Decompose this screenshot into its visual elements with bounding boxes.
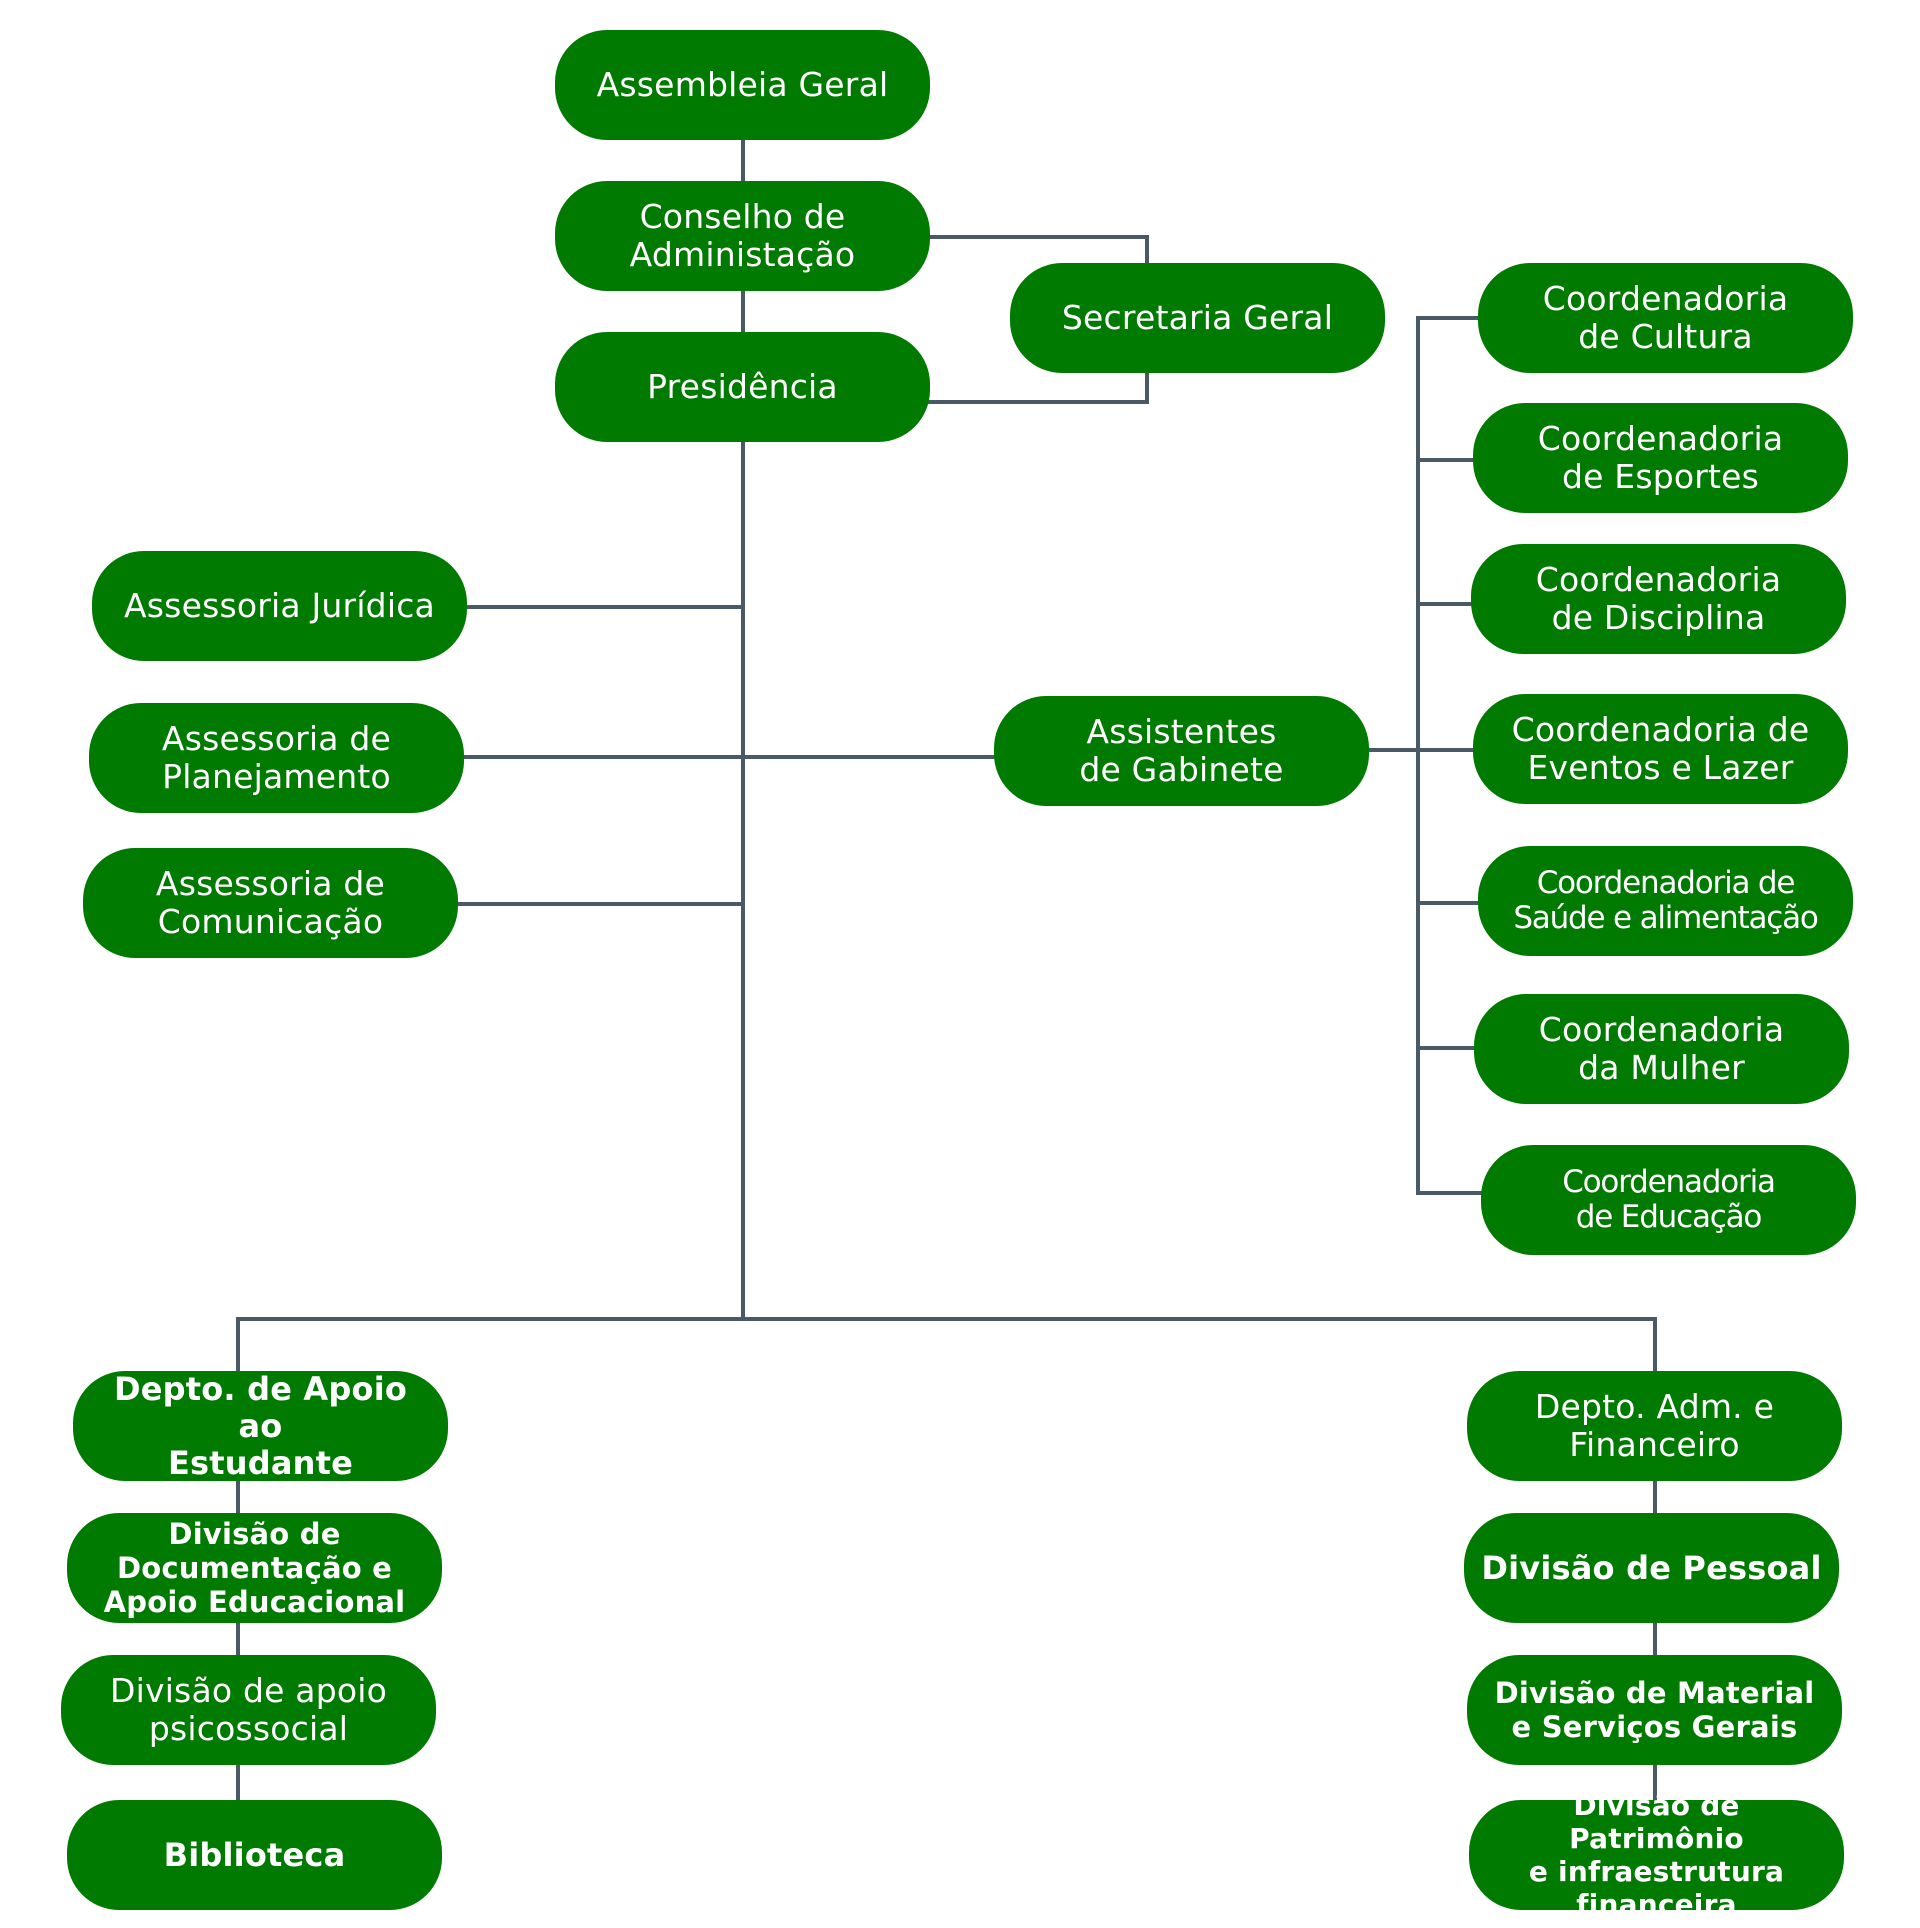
node-label: Secretaria Geral	[1061, 298, 1334, 337]
node-coord-disciplina: Coordenadoria de Disciplina	[1471, 544, 1846, 654]
node-coord-esportes: Coordenadoria de Esportes	[1473, 403, 1848, 513]
node-label: Coordenadoria de Saúde e alimentação	[1513, 865, 1819, 936]
node-label: Assessoria de Comunicação	[155, 864, 386, 941]
node-label: Assistentes de Gabinete	[1079, 712, 1284, 789]
node-label: Divisão de Material e Serviços Gerais	[1494, 1676, 1815, 1744]
node-label: Conselho de Administação	[629, 197, 856, 274]
node-coord-eventos-lazer: Coordenadoria de Eventos e Lazer	[1473, 694, 1848, 804]
node-divisao-material-servicos: Divisão de Material e Serviços Gerais	[1467, 1655, 1842, 1765]
node-label: Coordenadoria de Eventos e Lazer	[1511, 710, 1810, 787]
node-label: Coordenadoria de Esportes	[1537, 419, 1784, 496]
node-coord-mulher: Coordenadoria da Mulher	[1474, 994, 1849, 1104]
node-label: Biblioteca	[163, 1835, 346, 1874]
node-divisao-patrimonio: Divisão de Patrimônio e infraestrutura f…	[1469, 1789, 1844, 1921]
node-assessoria-juridica: Assessoria Jurídica	[92, 551, 467, 661]
node-label: Divisão de Documentação e Apoio Educacio…	[103, 1517, 406, 1619]
node-coord-saude-alimentacao: Coordenadoria de Saúde e alimentação	[1478, 846, 1853, 956]
node-label: Divisão de apoio psicossocial	[109, 1671, 388, 1748]
node-assembleia-geral: Assembleia Geral	[555, 30, 930, 140]
node-presidencia: Presidência	[555, 332, 930, 442]
node-label: Coordenadoria da Mulher	[1538, 1010, 1785, 1087]
node-divisao-apoio-psicossocial: Divisão de apoio psicossocial	[61, 1655, 436, 1765]
node-secretaria-geral: Secretaria Geral	[1010, 263, 1385, 373]
node-label: Coordenadoria de Cultura	[1542, 279, 1789, 356]
node-label: Divisão de Patrimônio e infraestrutura f…	[1528, 1789, 1785, 1921]
node-label: Depto. Adm. e Financeiro	[1534, 1387, 1775, 1464]
node-depto-adm-financeiro: Depto. Adm. e Financeiro	[1467, 1371, 1842, 1481]
node-assessoria-comunicacao: Assessoria de Comunicação	[83, 848, 458, 958]
node-depto-apoio-estudante: Depto. de Apoio ao Estudante	[73, 1369, 448, 1482]
node-coord-cultura: Coordenadoria de Cultura	[1478, 263, 1853, 373]
node-label: Assessoria Jurídica	[124, 586, 435, 625]
node-assistentes-gabinete: Assistentes de Gabinete	[994, 696, 1369, 806]
node-label: Assessoria de Planejamento	[161, 719, 392, 796]
node-label: Assembleia Geral	[596, 65, 889, 104]
node-label: Divisão de Pessoal	[1481, 1548, 1822, 1587]
node-divisao-pessoal: Divisão de Pessoal	[1464, 1513, 1839, 1623]
node-label: Coordenadoria de Educação	[1562, 1164, 1776, 1235]
node-label: Coordenadoria de Disciplina	[1535, 560, 1782, 637]
node-label: Depto. de Apoio ao Estudante	[113, 1369, 408, 1482]
node-label: Presidência	[647, 367, 838, 406]
node-divisao-documentacao: Divisão de Documentação e Apoio Educacio…	[67, 1513, 442, 1623]
node-assessoria-planejamento: Assessoria de Planejamento	[89, 703, 464, 813]
node-biblioteca: Biblioteca	[67, 1800, 442, 1910]
node-coord-educacao: Coordenadoria de Educação	[1481, 1145, 1856, 1255]
node-conselho-administracao: Conselho de Administação	[555, 181, 930, 291]
